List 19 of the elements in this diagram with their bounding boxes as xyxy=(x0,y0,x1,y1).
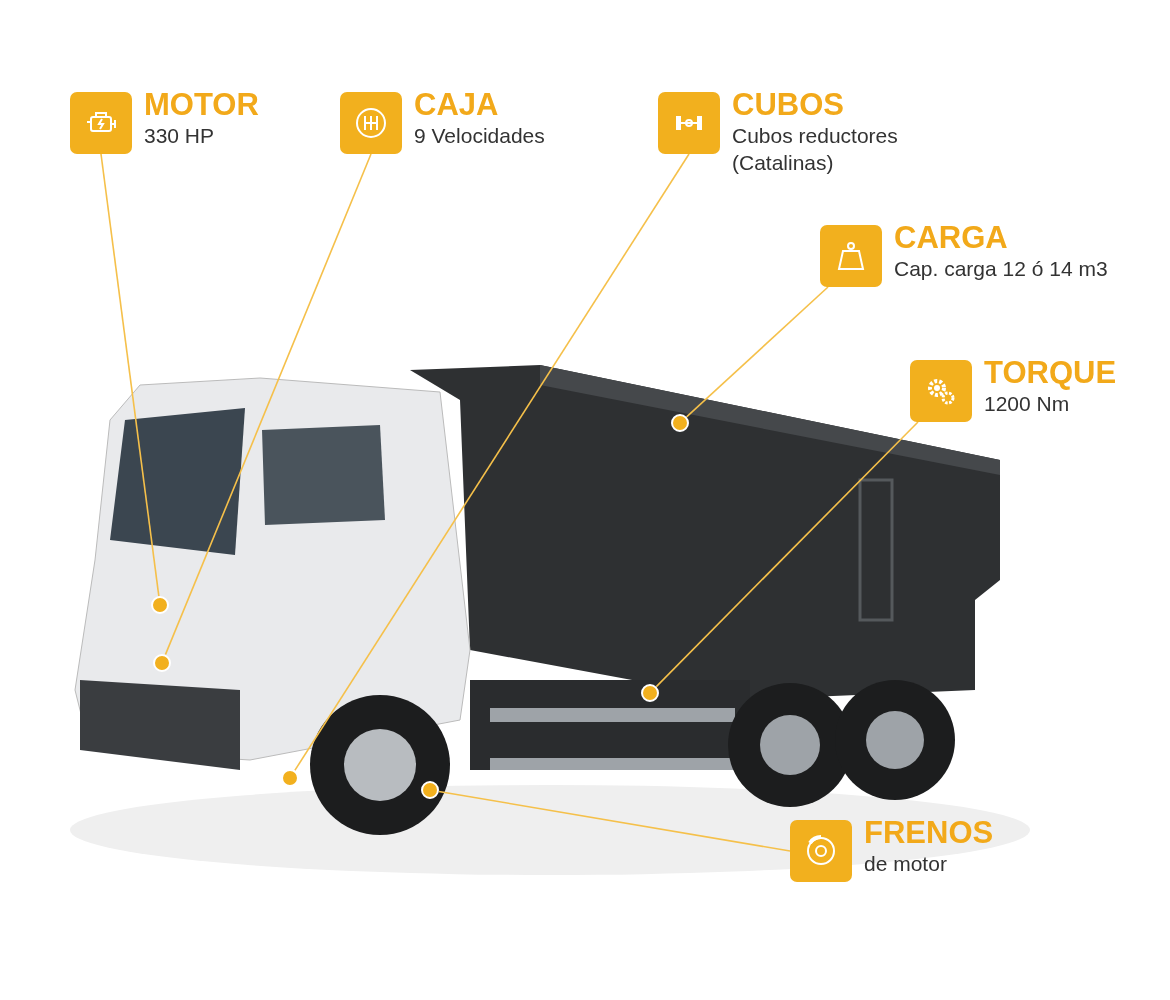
leader-line xyxy=(100,153,160,597)
leader-line xyxy=(438,790,791,852)
callout-text: de motor xyxy=(864,851,948,877)
leader-line xyxy=(685,286,829,418)
callout-text: 330 HP xyxy=(144,123,216,149)
marker-dot xyxy=(281,769,299,787)
leader-line xyxy=(164,153,372,656)
callout-heading: CAJA xyxy=(414,88,500,122)
callout-heading: MOTOR xyxy=(144,88,260,122)
callout-heading: TORQUE xyxy=(984,356,1118,390)
callout-heading: CARGA xyxy=(894,221,1009,255)
leader-line xyxy=(655,421,919,688)
callout-text: Cubos reductores (Catalinas) xyxy=(732,123,899,176)
callout-heading: FRENOS xyxy=(864,816,995,850)
callout-text: Cap. carga 12 ó 14 m3 xyxy=(894,256,1109,282)
callout-text: 1200 Nm xyxy=(984,391,1071,417)
callout-text: 9 Velocidades xyxy=(414,123,546,149)
leader-line xyxy=(294,153,690,772)
callout-heading: CUBOS xyxy=(732,88,845,122)
